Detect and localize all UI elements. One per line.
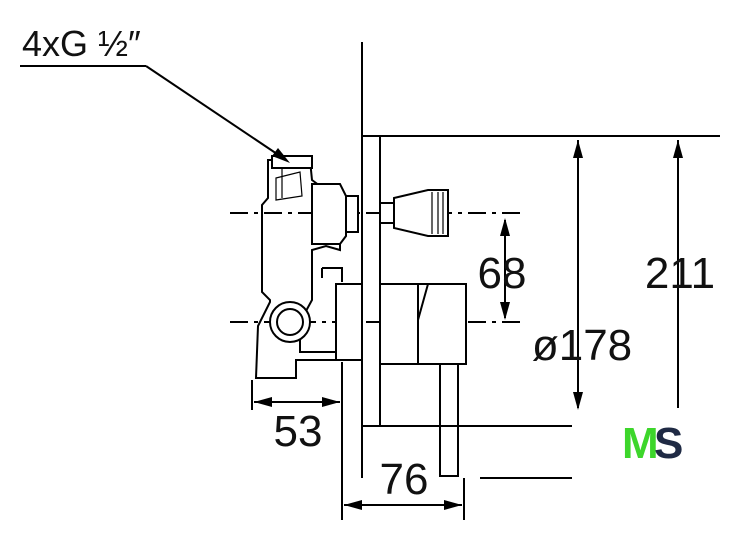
dim-76-arrow-right	[444, 500, 462, 510]
dim-178-arrow-bottom	[573, 392, 583, 410]
dim-211-label: 211	[645, 249, 715, 298]
top-inlet-face	[275, 171, 303, 201]
thread-label: 4xG ½″	[22, 23, 141, 64]
dim-68-arrow-top	[500, 218, 510, 236]
dim-211-arrow-top	[673, 140, 683, 158]
dim-53-label: 53	[274, 407, 323, 456]
dim-53-arrow-left	[254, 397, 272, 407]
dim-178-arrow-top	[573, 140, 583, 158]
dim-53-arrow-right	[322, 397, 340, 407]
mixer-lever	[439, 363, 459, 477]
diverter-stem	[379, 202, 395, 224]
thread-leader-arrow	[272, 148, 290, 163]
dim-68-label: 68	[478, 249, 527, 298]
dim-76-arrow-left	[344, 500, 362, 510]
diverter-housing	[311, 183, 347, 245]
thread-leader-line	[145, 65, 287, 161]
logo-letter-m: M	[622, 419, 659, 468]
dim-178-label: ø178	[532, 321, 632, 370]
outlet-ring-inner	[276, 308, 304, 336]
logo-letter-s: S	[654, 419, 683, 468]
mixer-split	[417, 283, 429, 364]
mounting-bracket	[321, 267, 343, 282]
diverter-collar	[345, 195, 359, 233]
cartridge-base	[335, 283, 363, 361]
mixer-body	[379, 283, 467, 365]
cover-plate	[361, 135, 381, 427]
dim-68-arrow-bottom	[500, 302, 510, 320]
dim-76-label: 76	[380, 455, 429, 504]
diverter-knob	[393, 189, 449, 237]
